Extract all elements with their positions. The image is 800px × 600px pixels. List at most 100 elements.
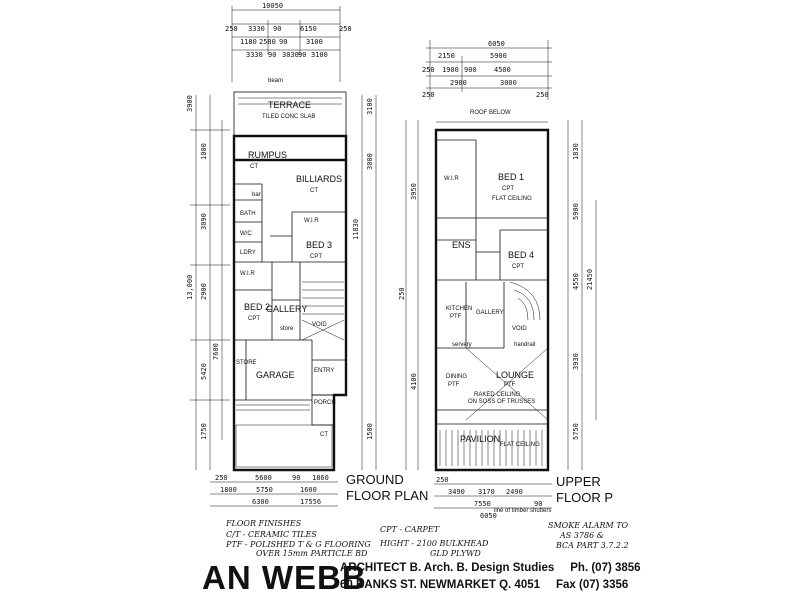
upper-dim-label: 250 xyxy=(536,91,549,99)
bed4-label: BED 4 xyxy=(508,250,534,260)
note-bulkhead: HIGHT - 2100 BULKHEAD xyxy=(379,539,489,548)
raked-ceiling-label: RAKED CEILING xyxy=(474,392,521,398)
upper-void-label: VOID xyxy=(512,326,527,332)
upper-dim-label: 5900 xyxy=(572,203,580,220)
ground-dim-label: 3100 xyxy=(311,51,328,59)
ground-dim-label: 17556 xyxy=(300,498,321,506)
bed1-label: BED 1 xyxy=(498,172,524,182)
upper-dim-label: 2150 xyxy=(438,52,455,60)
bed2-label: BED 2 xyxy=(244,302,270,312)
ground-dim-label: 90 xyxy=(268,51,276,59)
ground-dim-label: 2900 xyxy=(200,283,208,300)
fax-number: Fax (07) 3356 xyxy=(556,579,629,591)
upper-dim-label: 90 xyxy=(534,500,542,508)
upper-plan-subtitle: FLOOR P xyxy=(556,490,613,505)
lounge-label: LOUNGE xyxy=(496,370,534,380)
terrace-note: TILED CONC SLAB xyxy=(262,114,315,120)
ground-dim-label: 1750 xyxy=(200,423,208,440)
roof-below-label: ROOF BELOW xyxy=(470,110,511,116)
kitchen-label: KITCHEN xyxy=(446,306,472,312)
upper-dim-label: 250 xyxy=(398,287,406,300)
upper-dim-label: 21450 xyxy=(586,269,594,290)
upper-external-walls xyxy=(434,128,550,472)
ground-floor-plan: 10050 250 3330 90 6150 1180 2580 90 3100… xyxy=(186,2,428,507)
floor-finish-label: PTF xyxy=(504,382,516,388)
ground-dim-label: 2580 xyxy=(259,38,276,46)
ground-dim-overall: 10050 xyxy=(262,2,283,10)
floor-finish-label: CT xyxy=(310,188,318,194)
ground-dim-label: 90 xyxy=(273,25,281,33)
ground-dim-label: 90 xyxy=(298,51,306,59)
dining-label: DINING xyxy=(446,374,467,380)
ct-label: CT xyxy=(320,432,328,438)
upper-dim-label: 4500 xyxy=(494,66,511,74)
raked-ceiling-note: ON SOSS OF TRUSSES xyxy=(468,399,535,405)
ground-dim-label: 5420 xyxy=(200,363,208,380)
ground-dim-label: 13,000 xyxy=(186,275,194,300)
upper-dim-label: 900 xyxy=(464,66,477,74)
ensuite-label: ENS xyxy=(452,240,471,250)
bed3-label: BED 3 xyxy=(306,240,332,250)
ground-dim-label: 7600 xyxy=(212,343,220,360)
ground-top-dimensions: 10050 250 3330 90 6150 1180 2580 90 3100… xyxy=(225,2,352,82)
upper-plan-title: UPPER xyxy=(556,474,601,489)
architect-logo: AN WEBB xyxy=(202,559,367,596)
wir-label: W.I.R xyxy=(304,218,319,224)
ground-dim-label: 90 xyxy=(279,38,287,46)
floor-finish-label: CT xyxy=(250,164,258,170)
store-small-label: store xyxy=(280,326,294,332)
ground-bottom-dimensions: 250 5600 90 1860 1800 5750 1600 6300 175… xyxy=(210,474,338,507)
handrail-label: handrail xyxy=(514,342,535,348)
upper-dim-label: 3170 xyxy=(478,488,495,496)
flat-ceiling-pavilion: FLAT CEILING xyxy=(500,442,540,448)
upper-dim-label: 1900 xyxy=(442,66,459,74)
upper-side-dimensions: 1830 5900 4550 3930 5750 21450 3950 4100… xyxy=(398,120,597,470)
timber-shutters-note: line of timber shutters xyxy=(494,508,551,514)
upper-floor-plan: 6050 2150 5900 250 1900 900 4500 2900 30… xyxy=(398,40,613,520)
note-smoke-alarm: SMOKE ALARM TO xyxy=(548,521,629,530)
upper-dim-label: 3950 xyxy=(410,183,418,200)
upper-dim-label: 7550 xyxy=(474,500,491,508)
upper-dim-label: 3000 xyxy=(500,79,517,87)
architect-title: ARCHITECT B. Arch. B. Design Studies xyxy=(340,562,555,574)
upper-dim-label: 250 xyxy=(422,91,435,99)
ground-dim-label: 3330 xyxy=(246,51,263,59)
ground-dim-label: 1800 xyxy=(220,486,237,494)
upper-dim-label: 2490 xyxy=(506,488,523,496)
flat-ceiling-label: FLAT CEILING xyxy=(492,196,532,202)
laundry-label: LDRY xyxy=(240,250,256,256)
upper-wir-label: W.I.R xyxy=(444,176,459,182)
ground-dim-label: 1500 xyxy=(366,423,374,440)
ground-left-dimensions: 3900 13,000 1000 3090 2900 5420 1750 760… xyxy=(186,95,230,470)
architect-credentials: ARCHITECT B. Arch. B. Design Studies Ph. … xyxy=(340,562,641,574)
beam-label: beam xyxy=(268,78,283,84)
upper-dim-label: 5900 xyxy=(490,52,507,60)
porch-label: PORCH xyxy=(314,400,336,406)
note-ceramic-tiles: C/T - CERAMIC TILES xyxy=(226,530,317,539)
ground-dim-label: 6300 xyxy=(252,498,269,506)
upper-dim-label: 250 xyxy=(436,476,449,484)
upper-dim-label: 4100 xyxy=(410,373,418,390)
ground-right-dimensions: 3100 3000 11830 1500 xyxy=(352,95,377,470)
upper-dim-label: 2900 xyxy=(450,79,467,87)
upper-dim-label: 5750 xyxy=(572,423,580,440)
ground-dim-label: 3330 xyxy=(248,25,265,33)
ground-dim-label: 3000 xyxy=(366,153,374,170)
phone-number: Ph. (07) 3856 xyxy=(570,562,641,574)
ground-dim-label: 3030 xyxy=(282,51,299,59)
ground-dim-label: 250 xyxy=(215,474,228,482)
upper-bottom-dimensions: 250 3490 3170 2490 7550 90 6050 xyxy=(434,476,552,520)
ground-dim-label: 250 xyxy=(225,25,238,33)
note-as3786: AS 3786 & xyxy=(559,531,604,540)
ground-plan-subtitle: FLOOR PLAN xyxy=(346,488,428,503)
upper-dim-label: 1830 xyxy=(572,143,580,160)
void-label: VOID xyxy=(312,322,327,328)
ground-dim-label: 1860 xyxy=(312,474,329,482)
terrace-label: TERRACE xyxy=(268,100,311,110)
ground-dim-label: 3100 xyxy=(366,98,374,115)
rumpus-label: RUMPUS xyxy=(248,150,287,160)
upper-dim-label: 6050 xyxy=(480,512,497,520)
ground-dim-label: 5600 xyxy=(255,474,272,482)
ground-dim-label: 11830 xyxy=(352,219,360,240)
